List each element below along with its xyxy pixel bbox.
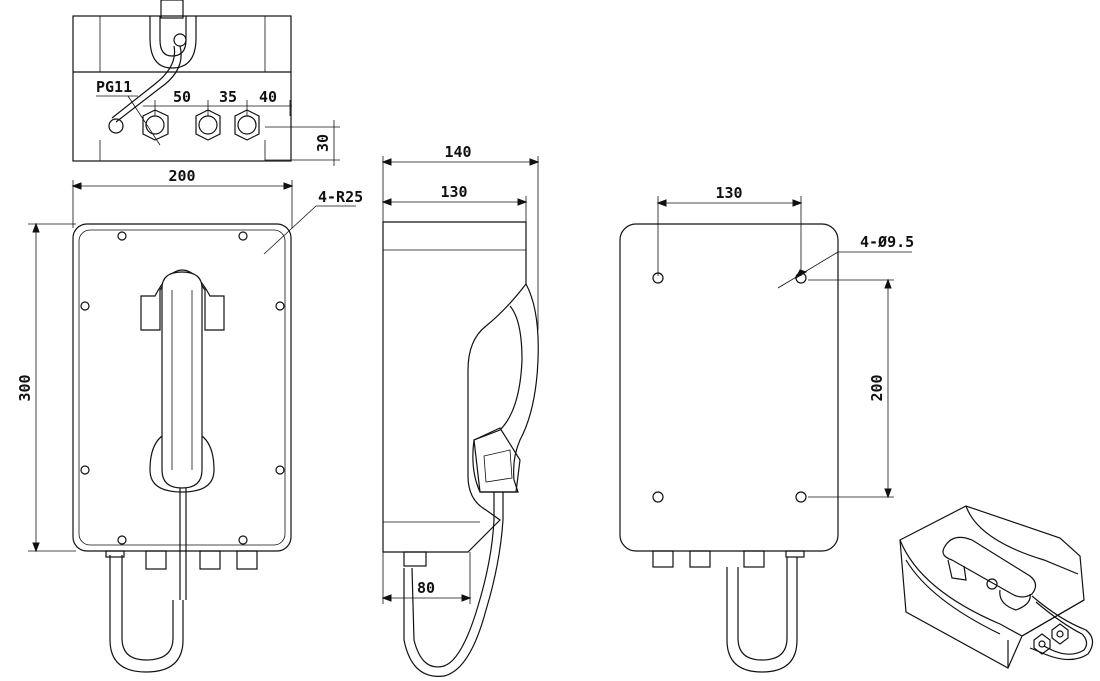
rear-view: 130 4-Ø9.5 200: [619, 184, 914, 673]
dim-gap-3: 40: [259, 88, 277, 106]
iso-handset: [942, 536, 1037, 598]
screw: [275, 465, 285, 475]
dim-depth-body: 130: [440, 183, 467, 201]
screw: [117, 231, 127, 241]
side-gland: [403, 551, 427, 567]
bottom-gland: [199, 550, 221, 570]
side-body: [382, 221, 527, 553]
label-gland: PG11: [96, 78, 132, 96]
screw: [117, 535, 127, 545]
dim-width: 200: [168, 167, 195, 185]
top-view-outline: [72, 15, 292, 162]
iso-cord: [1029, 595, 1094, 661]
label-radius: 4-R25: [318, 188, 363, 206]
mounting-hole: [652, 272, 664, 284]
bottom-gland: [236, 550, 258, 570]
screw: [238, 231, 248, 241]
side-view: 140 130 80: [381, 143, 540, 677]
front-armored-cord: [109, 555, 184, 673]
mounting-hole: [652, 491, 664, 503]
screw: [275, 301, 285, 311]
dim-depth-gland: 80: [417, 579, 435, 597]
label-holes: 4-Ø9.5: [860, 233, 914, 251]
front-body: [72, 223, 292, 552]
dim-depth-total: 140: [444, 143, 471, 161]
rear-gland: [743, 550, 765, 568]
rear-armored-cord: [726, 557, 798, 673]
mounting-hole: [795, 491, 807, 503]
dim-gap-2: 35: [219, 88, 237, 106]
dim-hole-spacing-h: 130: [715, 184, 742, 202]
isometric-view: [899, 505, 1094, 669]
side-cord: [411, 492, 495, 668]
front-handset: [161, 271, 203, 489]
mounting-hole: [795, 272, 807, 284]
iso-gland: [1033, 633, 1051, 655]
screw: [80, 301, 90, 311]
top-view: 50 35 40 PG11 30: [72, 0, 340, 166]
dim-height: 300: [16, 374, 34, 401]
rear-body: [619, 223, 839, 552]
iso-gland: [1051, 623, 1069, 645]
rear-gland: [689, 550, 711, 568]
top-cradle: [149, 16, 197, 69]
dim-gap-1: 50: [173, 88, 191, 106]
dim-hole-spacing-v: 200: [868, 374, 886, 401]
rear-gland: [652, 550, 674, 568]
dim-offset: 30: [314, 134, 332, 152]
screw: [80, 465, 90, 475]
side-handset: [472, 283, 539, 493]
screw: [238, 535, 248, 545]
top-cord: [115, 45, 182, 123]
front-view: 200 300 4-R25: [16, 167, 363, 673]
bottom-gland: [145, 550, 167, 570]
